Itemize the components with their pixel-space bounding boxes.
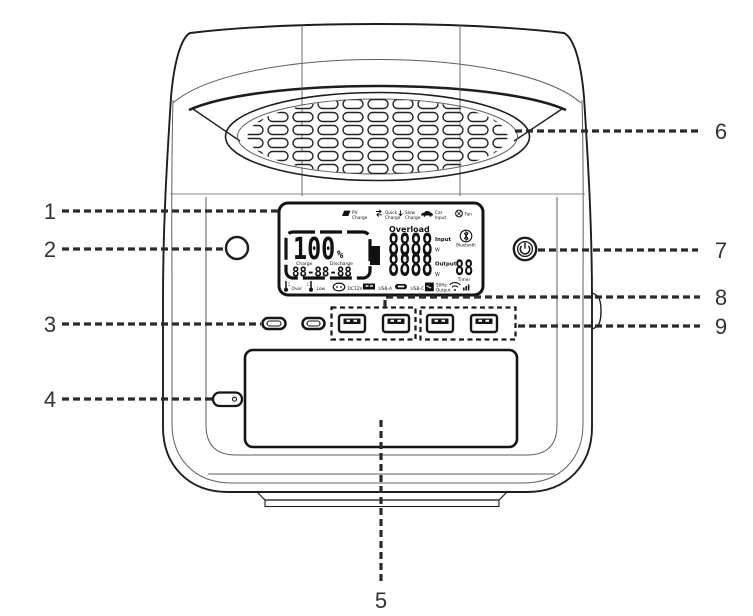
lcd-top-label: Charge: [405, 215, 421, 221]
lcd-display: PV Charge Quick Charge Slow Charge Car I…: [277, 201, 485, 297]
input-digits: 8888: [388, 227, 433, 262]
callout-5: 5: [375, 420, 387, 613]
usb-a-port-2: [381, 313, 411, 334]
lcd-top-label: PV: [352, 210, 358, 216]
ac-output-icon: [425, 282, 434, 292]
lcd-top-label: Car: [435, 210, 443, 216]
lcd-top-icon-row: PV Charge Quick Charge Slow Charge Car I…: [342, 209, 473, 221]
battery-terminal: [370, 246, 380, 265]
bluetooth-icon: [459, 229, 473, 243]
lcd-top-label: Quick: [385, 210, 398, 216]
callout-4: 4: [44, 387, 212, 412]
device-body: [162, 23, 602, 508]
slow-charge-arrow-icon: [398, 210, 403, 217]
lcd-bottom-label: Output: [436, 288, 451, 293]
overload-indicator: Overload: [389, 225, 430, 234]
callout-9: 9: [518, 314, 727, 339]
lcd-bottom-label: USB-C: [411, 286, 425, 292]
lcd-bottom-label: Low: [317, 286, 326, 292]
callout-6-label: 6: [715, 119, 727, 144]
callout-6: 6: [515, 119, 727, 144]
battery-percent-sign: %: [337, 249, 344, 261]
usb-a-port-1: [337, 313, 367, 334]
battery-discharge-label: Discharge: [330, 261, 353, 267]
callout-1: 1: [44, 199, 280, 224]
callouts: 1 2 3 4 5 6 7 8: [44, 119, 727, 613]
grille-outer-ring: [224, 91, 531, 182]
battery-time: 88-88-88: [292, 265, 352, 281]
callout-1-label: 1: [44, 199, 56, 224]
power-button: [512, 236, 538, 262]
callout-8-label: 8: [715, 285, 727, 310]
lcd-bottom-label: DC12V: [348, 286, 363, 292]
lcd-top-label: Slow: [405, 210, 416, 216]
callout-2: 2: [44, 237, 225, 262]
solar-panel-icon: [342, 210, 351, 216]
grille-holes: [247, 99, 508, 174]
callout-7: 7: [538, 238, 727, 263]
quick-charge-arrows-icon: [376, 209, 382, 217]
lcd-top-label: Charge: [352, 215, 368, 221]
fan-icon: [455, 209, 463, 218]
top-shoulder-curve: [188, 84, 567, 112]
timer-label: Timer: [457, 277, 471, 283]
lcd-top-label: Charge: [385, 215, 401, 221]
lcd-top-label: Fan: [465, 212, 473, 218]
input-label: Input: [435, 237, 452, 243]
led-indicator-slot: [211, 391, 244, 408]
crease-left: [192, 108, 241, 142]
body-outer-outline: [162, 23, 593, 493]
lcd-bottom-label: 50Hz: [436, 283, 447, 288]
body-inner-outline: [171, 99, 584, 484]
car-icon: [421, 210, 433, 216]
callout-3-label: 3: [44, 312, 56, 337]
lcd-bottom-label: Over: [292, 286, 303, 292]
battery-percent: 100: [293, 232, 335, 267]
output-unit: W: [435, 272, 440, 278]
car-socket-icon: [332, 282, 346, 292]
speaker-grille: [224, 91, 531, 182]
battery-charge-label: Charge: [296, 261, 313, 267]
callout-5-label: 5: [375, 588, 387, 613]
battery-gauge: 100 % Charge Discharge 88-88-88: [284, 230, 380, 281]
power-icon: [519, 242, 531, 255]
usb-a-port-4: [469, 313, 499, 334]
timer-digits: 88: [455, 257, 473, 281]
callout-8: 8: [383, 285, 727, 310]
usb-a-icon: [363, 283, 375, 290]
wifi-icon: [449, 282, 461, 291]
input-unit: W: [435, 248, 440, 254]
lcd-panel-frame: [277, 201, 485, 297]
usb-a-port-3: [425, 313, 455, 334]
signal-bars-icon: [463, 284, 470, 291]
usb-a-group-2-outline: [419, 306, 517, 341]
lcd-top-label: Input: [435, 215, 446, 221]
crease-right: [513, 108, 563, 142]
usb-a-group-1-outline: [330, 306, 417, 341]
callout-2-label: 2: [44, 237, 56, 262]
lcd-bottom-label: USB-A: [379, 286, 393, 292]
output-digits: 8888: [388, 248, 433, 283]
bluetooth-label: Bluetooth: [456, 243, 476, 248]
usb-c-port-2: [301, 316, 326, 331]
usb-c-port-1: [261, 316, 287, 331]
callout-8-line: [383, 295, 700, 307]
callout-9-label: 9: [715, 314, 727, 339]
handle-inner-arc: [172, 59, 582, 104]
output-label: Output: [435, 262, 457, 268]
callout-3: 3: [44, 312, 261, 337]
port-row: [261, 306, 517, 341]
power-readout: Overload 8888 Input W 8888 Output W Blue…: [388, 225, 476, 283]
round-button: [224, 235, 250, 261]
callout-4-label: 4: [44, 387, 56, 412]
lcd-bottom-icon-row: Over Low DC12V USB-A USB-C 50Hz Output: [284, 280, 470, 293]
callout-7-label: 7: [715, 238, 727, 263]
